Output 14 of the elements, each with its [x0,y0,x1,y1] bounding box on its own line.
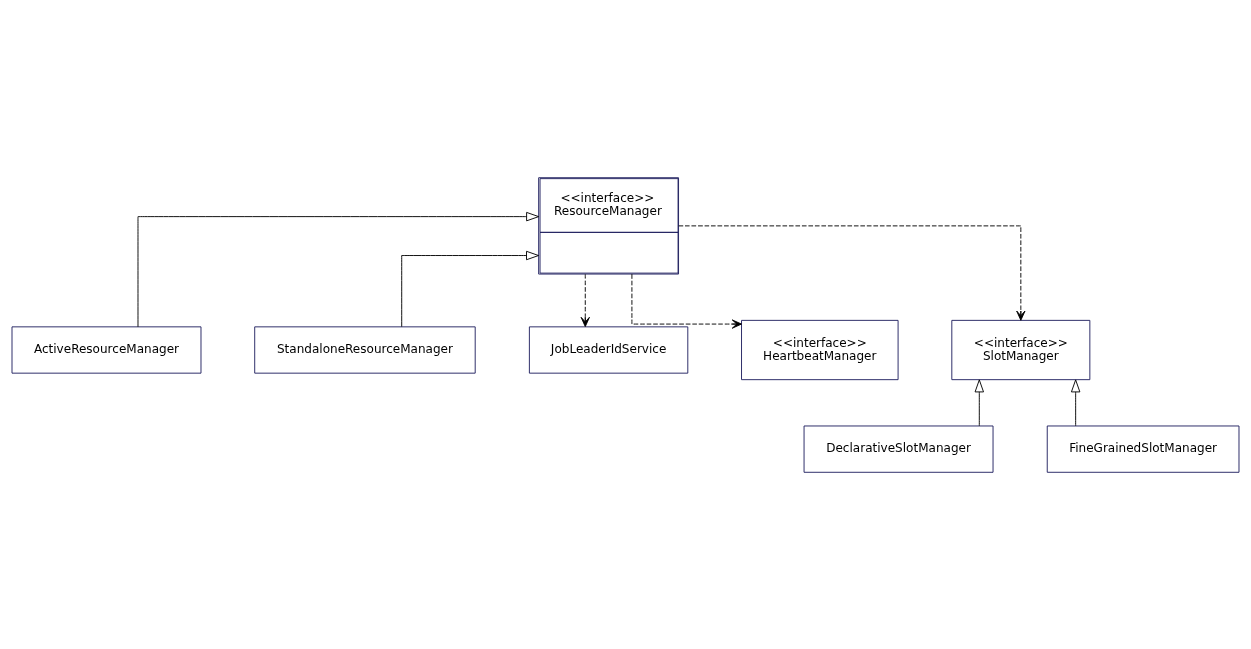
node-box: DeclarativeSlotManager [803,425,994,473]
node-box: StandaloneResourceManager [254,325,476,374]
arrow [974,378,984,426]
arrow [580,273,590,327]
node-box: <<interface>> SlotManager [951,319,1091,380]
arrow [137,211,540,327]
node-box: FineGrainedSlotManager [1046,425,1240,473]
node-box: ActiveResourceManager [11,325,202,374]
arrow [678,224,1026,321]
arrow [631,273,742,329]
arrow [401,250,539,327]
node-box: <<interface>> HeartbeatManager [741,319,899,380]
node-box: JobLeaderIdService [528,325,689,374]
arrow [1070,378,1081,426]
